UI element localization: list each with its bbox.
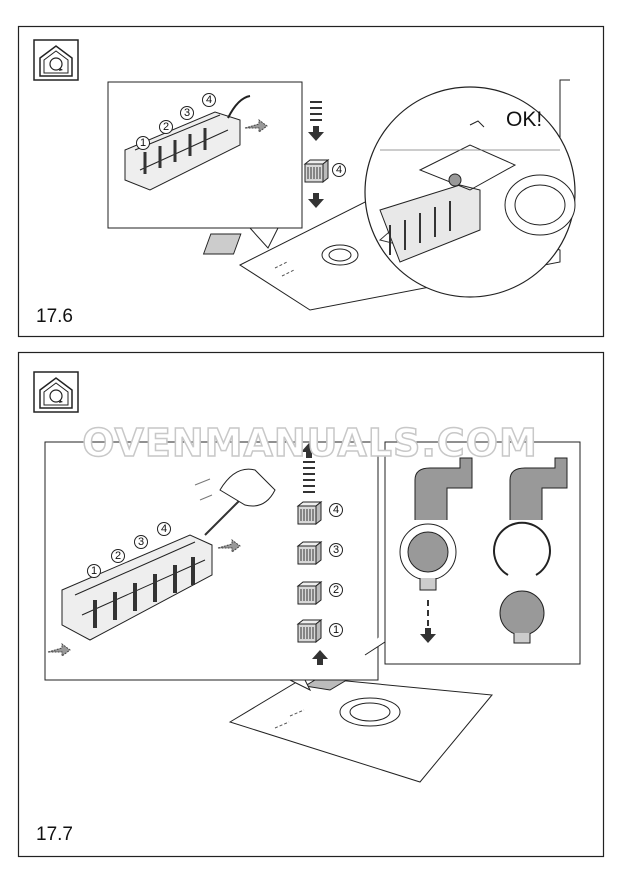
step-17-7-panel: 1 2 3 4 4 3 2 1 — [17, 351, 605, 858]
filter-number-1: 1 — [333, 624, 339, 636]
step-label: 17.7 — [36, 824, 73, 845]
callout-2: 2 — [163, 121, 169, 133]
carbon-filter-cube-1 — [297, 619, 322, 643]
filter-number: 4 — [336, 164, 342, 176]
filter-number-3: 3 — [333, 544, 339, 556]
callout-4: 4 — [161, 523, 167, 535]
callout-1: 1 — [91, 565, 97, 577]
callout-3: 3 — [184, 107, 190, 119]
callout-4: 4 — [206, 94, 212, 106]
callout-2: 2 — [115, 550, 121, 562]
carbon-filter-cube-2 — [297, 581, 322, 605]
carbon-filter-cube — [304, 159, 329, 183]
carbon-filter-cube-3 — [297, 541, 322, 565]
ok-confirmation-text: OK! — [506, 108, 542, 131]
filter-removal-inset: 1 2 3 4 — [44, 441, 379, 692]
house-recirculation-icon — [33, 371, 79, 413]
callout-3: 3 — [138, 536, 144, 548]
house-recirculation-icon — [33, 39, 79, 81]
motion-dashes — [310, 101, 322, 121]
callout-1: 1 — [140, 137, 146, 149]
filter-number-4: 4 — [333, 504, 339, 516]
filter-inset: 1 2 3 4 — [107, 81, 303, 249]
watermark: OVENMANUALS.COM — [82, 421, 538, 465]
motion-dashes — [303, 461, 315, 493]
step-17-6-panel: 1 2 3 4 4 OK! 17.6 — [17, 25, 605, 338]
carbon-filter-cube-4 — [297, 501, 322, 525]
filter-number-2: 2 — [333, 584, 339, 596]
step-label: 17.6 — [36, 306, 73, 327]
detail-magnifier — [364, 79, 576, 298]
filter-housing — [202, 233, 242, 255]
hood-plate — [228, 676, 493, 783]
clip-detail-inset — [364, 441, 581, 665]
